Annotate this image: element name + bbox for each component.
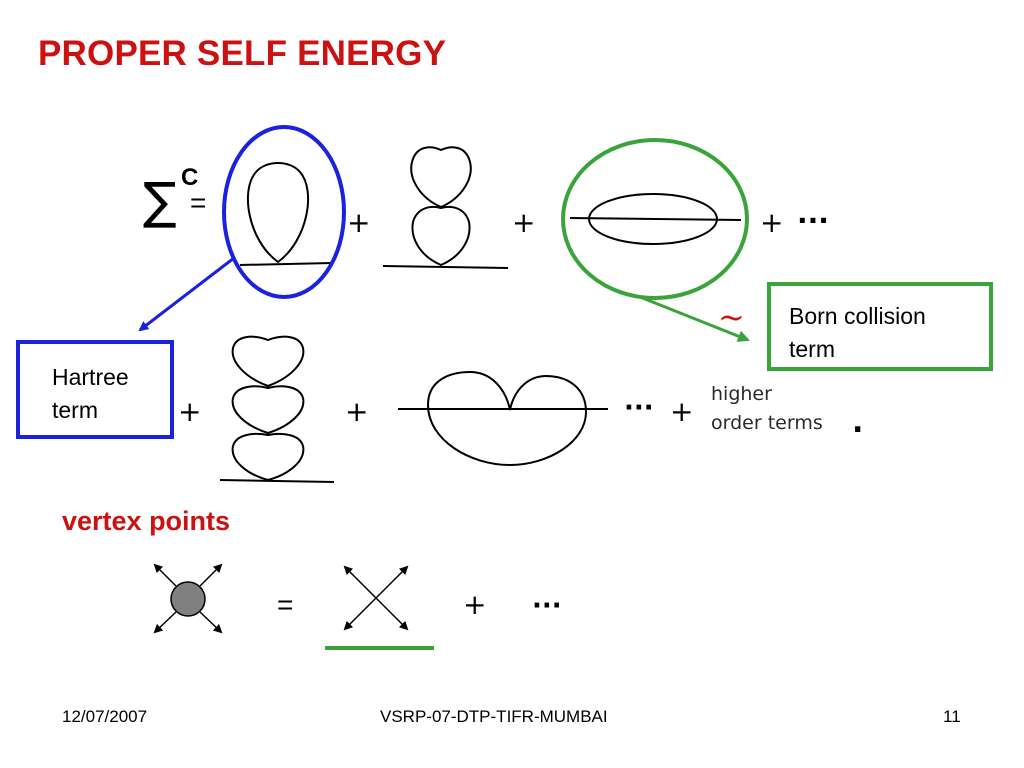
equals-sign-2: = [277,589,293,620]
vertex-blob [170,581,206,617]
vertex-points-heading: vertex points [62,506,231,536]
born-highlight-circle [561,138,749,300]
period-mark: . [852,405,863,440]
footer-date: 12/07/2007 [62,707,148,726]
bubble-bottom [231,432,305,482]
sigma-symbol: ∑ [143,172,177,230]
tilde-sign: ~ [718,298,745,336]
bubble-top [231,335,305,388]
slide-title: PROPER SELF ENERGY [38,34,447,73]
double-bubble-propagator [382,265,509,269]
double-bubble-diagram [382,146,509,269]
bubble-middle [231,385,305,435]
plus-sign-6: + [670,395,693,428]
triple-bubble-diagram [219,335,335,483]
vertex-leg-ll [153,611,177,634]
equals-sign-1: = [190,187,206,218]
plus-sign-4: + [178,395,201,428]
plus-sign-3: + [760,206,783,239]
dressed-vertex [153,563,223,634]
hartree-highlight-circle [222,125,346,299]
plus-sign-5: + [345,395,368,428]
lower-bubble [411,205,471,267]
born-collision-term-box: Born collision term [767,282,993,371]
ellipsis-3: ··· [532,591,562,621]
bare-vertex [343,565,409,631]
plus-sign-2: + [512,206,535,239]
sigma-superscript: C [181,164,198,191]
heart-diagram [398,370,608,467]
ellipsis-2: ··· [624,393,654,423]
vertex-leg-ur [199,563,223,587]
hartree-loop [246,162,310,264]
bare-vertex-line-c [343,597,377,631]
born-collision-term-label: Born collision term [789,303,926,362]
hartree-propagator [239,262,333,266]
ellipsis-1: ··· [797,204,829,237]
triple-bubble-propagator [219,479,335,483]
hartree-arrow [138,256,235,332]
bare-vertex-line-b [375,565,409,599]
vertex-leg-lr [199,611,223,634]
higher-order-terms-label: higher order terms [711,383,823,434]
bare-vertex-line-a [343,565,377,599]
bare-vertex-line-d [375,597,409,631]
born-diagram [569,193,742,245]
footer-event: VSRP-07-DTP-TIFR-MUMBAI [380,707,608,726]
hartree-term-box: Hartree term [16,340,174,439]
vertex-leg-ul [153,563,177,587]
born-arrow [639,295,750,342]
plus-sign-7: + [463,588,486,621]
footer-page-number: 11 [943,707,961,726]
hartree-diagram [239,162,333,266]
born-propagator [569,217,742,221]
upper-bubble [410,146,472,209]
hartree-term-label: Hartree term [52,364,129,423]
plus-sign-1: + [347,206,370,239]
heart-loop [426,370,588,467]
